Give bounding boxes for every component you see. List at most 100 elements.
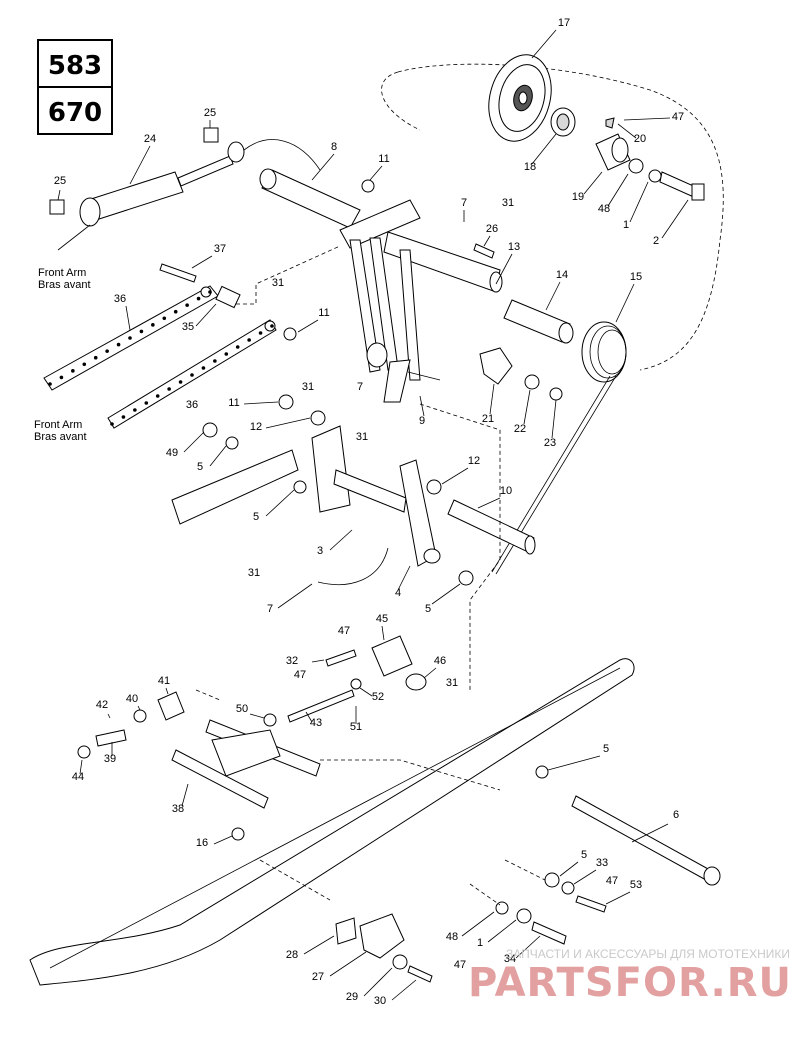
callout-label-19: 19 [572, 191, 584, 203]
strap-hole [82, 362, 87, 367]
leader-line [551, 399, 557, 439]
callout-label-31: 31 [502, 197, 514, 209]
leader-line [277, 583, 313, 609]
hidden-line-1 [236, 245, 341, 305]
callout-label-38: 38 [172, 803, 184, 815]
leader-line [661, 199, 689, 239]
strap-hole [48, 382, 52, 386]
washer-5-lr [544, 872, 560, 888]
model-670: 670 [48, 98, 102, 128]
rail-slider [29, 658, 635, 986]
callout-label-31: 31 [248, 567, 260, 579]
leader-line [483, 235, 491, 247]
callout-label-48: 48 [446, 931, 458, 943]
bolt-34 [531, 921, 567, 945]
washer-12 [310, 410, 326, 426]
model-box: 583 670 [37, 39, 113, 135]
callout-label-9: 9 [419, 415, 425, 427]
leader-line [431, 583, 461, 605]
watermark-logo: PARTSFOR.RU [468, 960, 792, 1006]
torsion-spring [491, 321, 627, 575]
callout-label-11: 11 [378, 153, 389, 165]
strap-hole [178, 380, 183, 384]
callout-label-11: 11 [228, 397, 239, 409]
idler-wheel [488, 54, 552, 142]
callout-label-40: 40 [126, 693, 138, 705]
strap-hole [167, 387, 171, 391]
strap-hole [59, 375, 64, 380]
callout-label-13: 13 [508, 241, 520, 253]
leader-line [125, 305, 131, 331]
bushing-28 [335, 917, 357, 945]
front-arm-label-2-en: Front Arm [34, 419, 82, 431]
leader-line [523, 389, 531, 425]
callout-label-35: 35 [182, 321, 194, 333]
strap-hole [121, 415, 126, 419]
callout-label-5: 5 [581, 849, 587, 861]
leader-line [369, 165, 383, 181]
hidden-line-4 [320, 759, 501, 791]
callout-label-37: 37 [214, 243, 226, 255]
bushing-25-left [49, 199, 65, 215]
strap-hole [196, 296, 201, 301]
callout-label-7: 7 [461, 197, 467, 209]
bushing-14-end [558, 322, 574, 344]
leader-line [305, 711, 313, 723]
callout-label-6: 6 [673, 809, 679, 821]
callout-label-12: 12 [250, 421, 262, 433]
bolt-32 [325, 649, 357, 667]
callout-label-8: 8 [331, 141, 337, 153]
washer-5-rail [535, 765, 549, 779]
strap-hole [201, 366, 206, 370]
bearing [550, 107, 576, 137]
washer-5-lower [458, 570, 474, 586]
callout-label-49: 49 [166, 447, 178, 459]
bolt-2-head [691, 183, 705, 201]
callout-label-41: 41 [158, 675, 170, 687]
rear-arm-assembly [339, 199, 503, 403]
bolt-37 [159, 263, 197, 283]
callout-label-3: 3 [317, 545, 323, 557]
callout-label-47: 47 [338, 625, 350, 637]
watermark-text: ЗАПЧАСТИ И АКСЕССУАРЫ ДЛЯ МОТОТЕХНИКИ [506, 947, 790, 961]
grease-fitting-20 [605, 117, 615, 129]
callout-label-4: 4 [395, 587, 401, 599]
leader-line [607, 173, 629, 207]
washer-1 [648, 169, 662, 183]
leader-line [191, 255, 213, 269]
callout-label-5: 5 [253, 511, 259, 523]
callout-label-28: 28 [286, 949, 298, 961]
callout-label-32: 32 [286, 655, 298, 667]
nut-46 [405, 673, 427, 691]
rear-arm-shaft [259, 168, 361, 229]
hidden-line-6 [504, 859, 546, 881]
strap-hole [93, 355, 98, 360]
callout-label-25: 25 [54, 175, 66, 187]
bolt-53 [575, 895, 607, 913]
clamp-45 [371, 635, 413, 677]
model-583: 583 [48, 51, 102, 81]
idler-arm [171, 719, 321, 809]
front-arm-arrow-1 [57, 224, 91, 251]
leader-line [195, 303, 217, 327]
bolt-26 [473, 243, 495, 259]
callout-label-43: 43 [310, 717, 322, 729]
callout-label-39: 39 [104, 753, 116, 765]
leader-line [583, 171, 603, 195]
nut-16 [231, 827, 245, 841]
callout-label-47: 47 [294, 669, 306, 681]
washer-40 [133, 709, 147, 723]
leader-line [57, 189, 61, 201]
callout-label-25: 25 [204, 107, 216, 119]
callout-label-22: 22 [514, 423, 526, 435]
washer-23 [549, 387, 563, 401]
leader-line [209, 445, 227, 467]
strap-hole [155, 394, 160, 398]
spacer-19 [595, 133, 631, 171]
leader-line [181, 783, 189, 807]
callout-label-47: 47 [454, 959, 466, 971]
callout-label-51: 51 [350, 721, 362, 733]
callout-label-23: 23 [544, 437, 556, 449]
bolt-10 [447, 499, 535, 553]
callout-label-52: 52 [372, 691, 384, 703]
